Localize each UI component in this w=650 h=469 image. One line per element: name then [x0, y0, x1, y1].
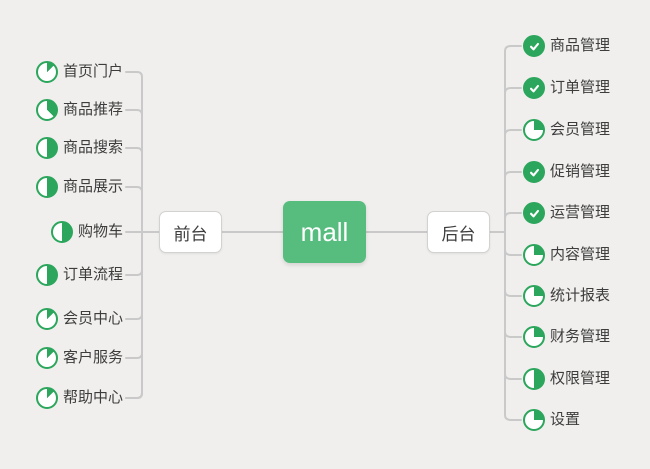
topic-permission-mgmt[interactable]: 权限管理 — [523, 367, 610, 391]
task-progress-icon — [523, 244, 545, 266]
branch-frontend-label: 前台 — [173, 224, 208, 244]
topic-customer-service[interactable]: 客户服务 — [35, 346, 123, 370]
topic-shopping-cart[interactable]: 购物车 — [50, 220, 123, 244]
topic-label: 客户服务 — [62, 349, 123, 366]
topic-label: 商品管理 — [550, 37, 611, 54]
task-progress-icon — [35, 308, 58, 330]
topic-operation-mgmt[interactable]: 运营管理 — [523, 201, 610, 225]
topic-product-display[interactable]: 商品展示 — [35, 175, 123, 199]
topic-promotion-mgmt[interactable]: 促销管理 — [523, 160, 610, 184]
task-progress-icon — [35, 347, 58, 369]
task-progress-icon — [523, 285, 545, 307]
task-progress-icon — [523, 409, 545, 431]
topic-settings[interactable]: 设置 — [523, 408, 580, 432]
topic-member-center[interactable]: 会员中心 — [35, 307, 123, 331]
task-done-icon — [523, 35, 545, 57]
topic-label: 促销管理 — [550, 163, 611, 180]
topic-label: 财务管理 — [550, 328, 611, 345]
task-progress-icon — [35, 176, 58, 198]
topic-label: 商品推荐 — [62, 101, 123, 118]
topic-member-mgmt[interactable]: 会员管理 — [523, 118, 610, 142]
topic-content-mgmt[interactable]: 内容管理 — [523, 243, 610, 267]
task-progress-icon — [35, 61, 58, 83]
task-progress-icon — [35, 137, 58, 159]
topic-label: 设置 — [550, 411, 581, 428]
topic-product-mgmt[interactable]: 商品管理 — [523, 34, 610, 58]
task-done-icon — [523, 161, 545, 183]
topic-label: 购物车 — [77, 223, 123, 240]
central-topic-mall[interactable]: mall — [283, 201, 366, 263]
topic-label: 首页门户 — [62, 63, 123, 80]
topic-home-portal[interactable]: 首页门户 — [35, 60, 123, 84]
topic-product-recommend[interactable]: 商品推荐 — [35, 98, 123, 122]
branch-backend[interactable]: 后台 — [427, 211, 490, 253]
topic-finance-mgmt[interactable]: 财务管理 — [523, 325, 610, 349]
topic-label: 订单流程 — [62, 266, 123, 283]
task-progress-icon — [523, 368, 545, 390]
central-topic-label: mall — [300, 216, 349, 247]
topic-label: 内容管理 — [550, 246, 611, 263]
topic-order-mgmt[interactable]: 订单管理 — [523, 76, 610, 100]
task-done-icon — [523, 77, 545, 99]
task-progress-icon — [50, 221, 73, 243]
topic-label: 帮助中心 — [62, 389, 123, 406]
topic-label: 商品搜索 — [62, 139, 123, 156]
task-progress-icon — [523, 119, 545, 141]
topic-label: 统计报表 — [550, 287, 611, 304]
task-progress-icon — [35, 264, 58, 286]
task-progress-icon — [35, 99, 58, 121]
topic-help-center[interactable]: 帮助中心 — [35, 386, 123, 410]
topic-label: 商品展示 — [62, 178, 123, 195]
branch-frontend[interactable]: 前台 — [159, 211, 222, 253]
topic-product-search[interactable]: 商品搜索 — [35, 136, 123, 160]
topic-label: 会员中心 — [62, 310, 123, 327]
task-progress-icon — [523, 326, 545, 348]
task-progress-icon — [35, 387, 58, 409]
topic-label: 权限管理 — [550, 370, 611, 387]
topic-label: 会员管理 — [550, 121, 611, 138]
topic-order-flow[interactable]: 订单流程 — [35, 263, 123, 287]
topic-statistics-report[interactable]: 统计报表 — [523, 284, 610, 308]
topic-label: 订单管理 — [550, 79, 611, 96]
branch-backend-label: 后台 — [441, 224, 476, 244]
topic-label: 运营管理 — [550, 204, 611, 221]
task-done-icon — [523, 202, 545, 224]
